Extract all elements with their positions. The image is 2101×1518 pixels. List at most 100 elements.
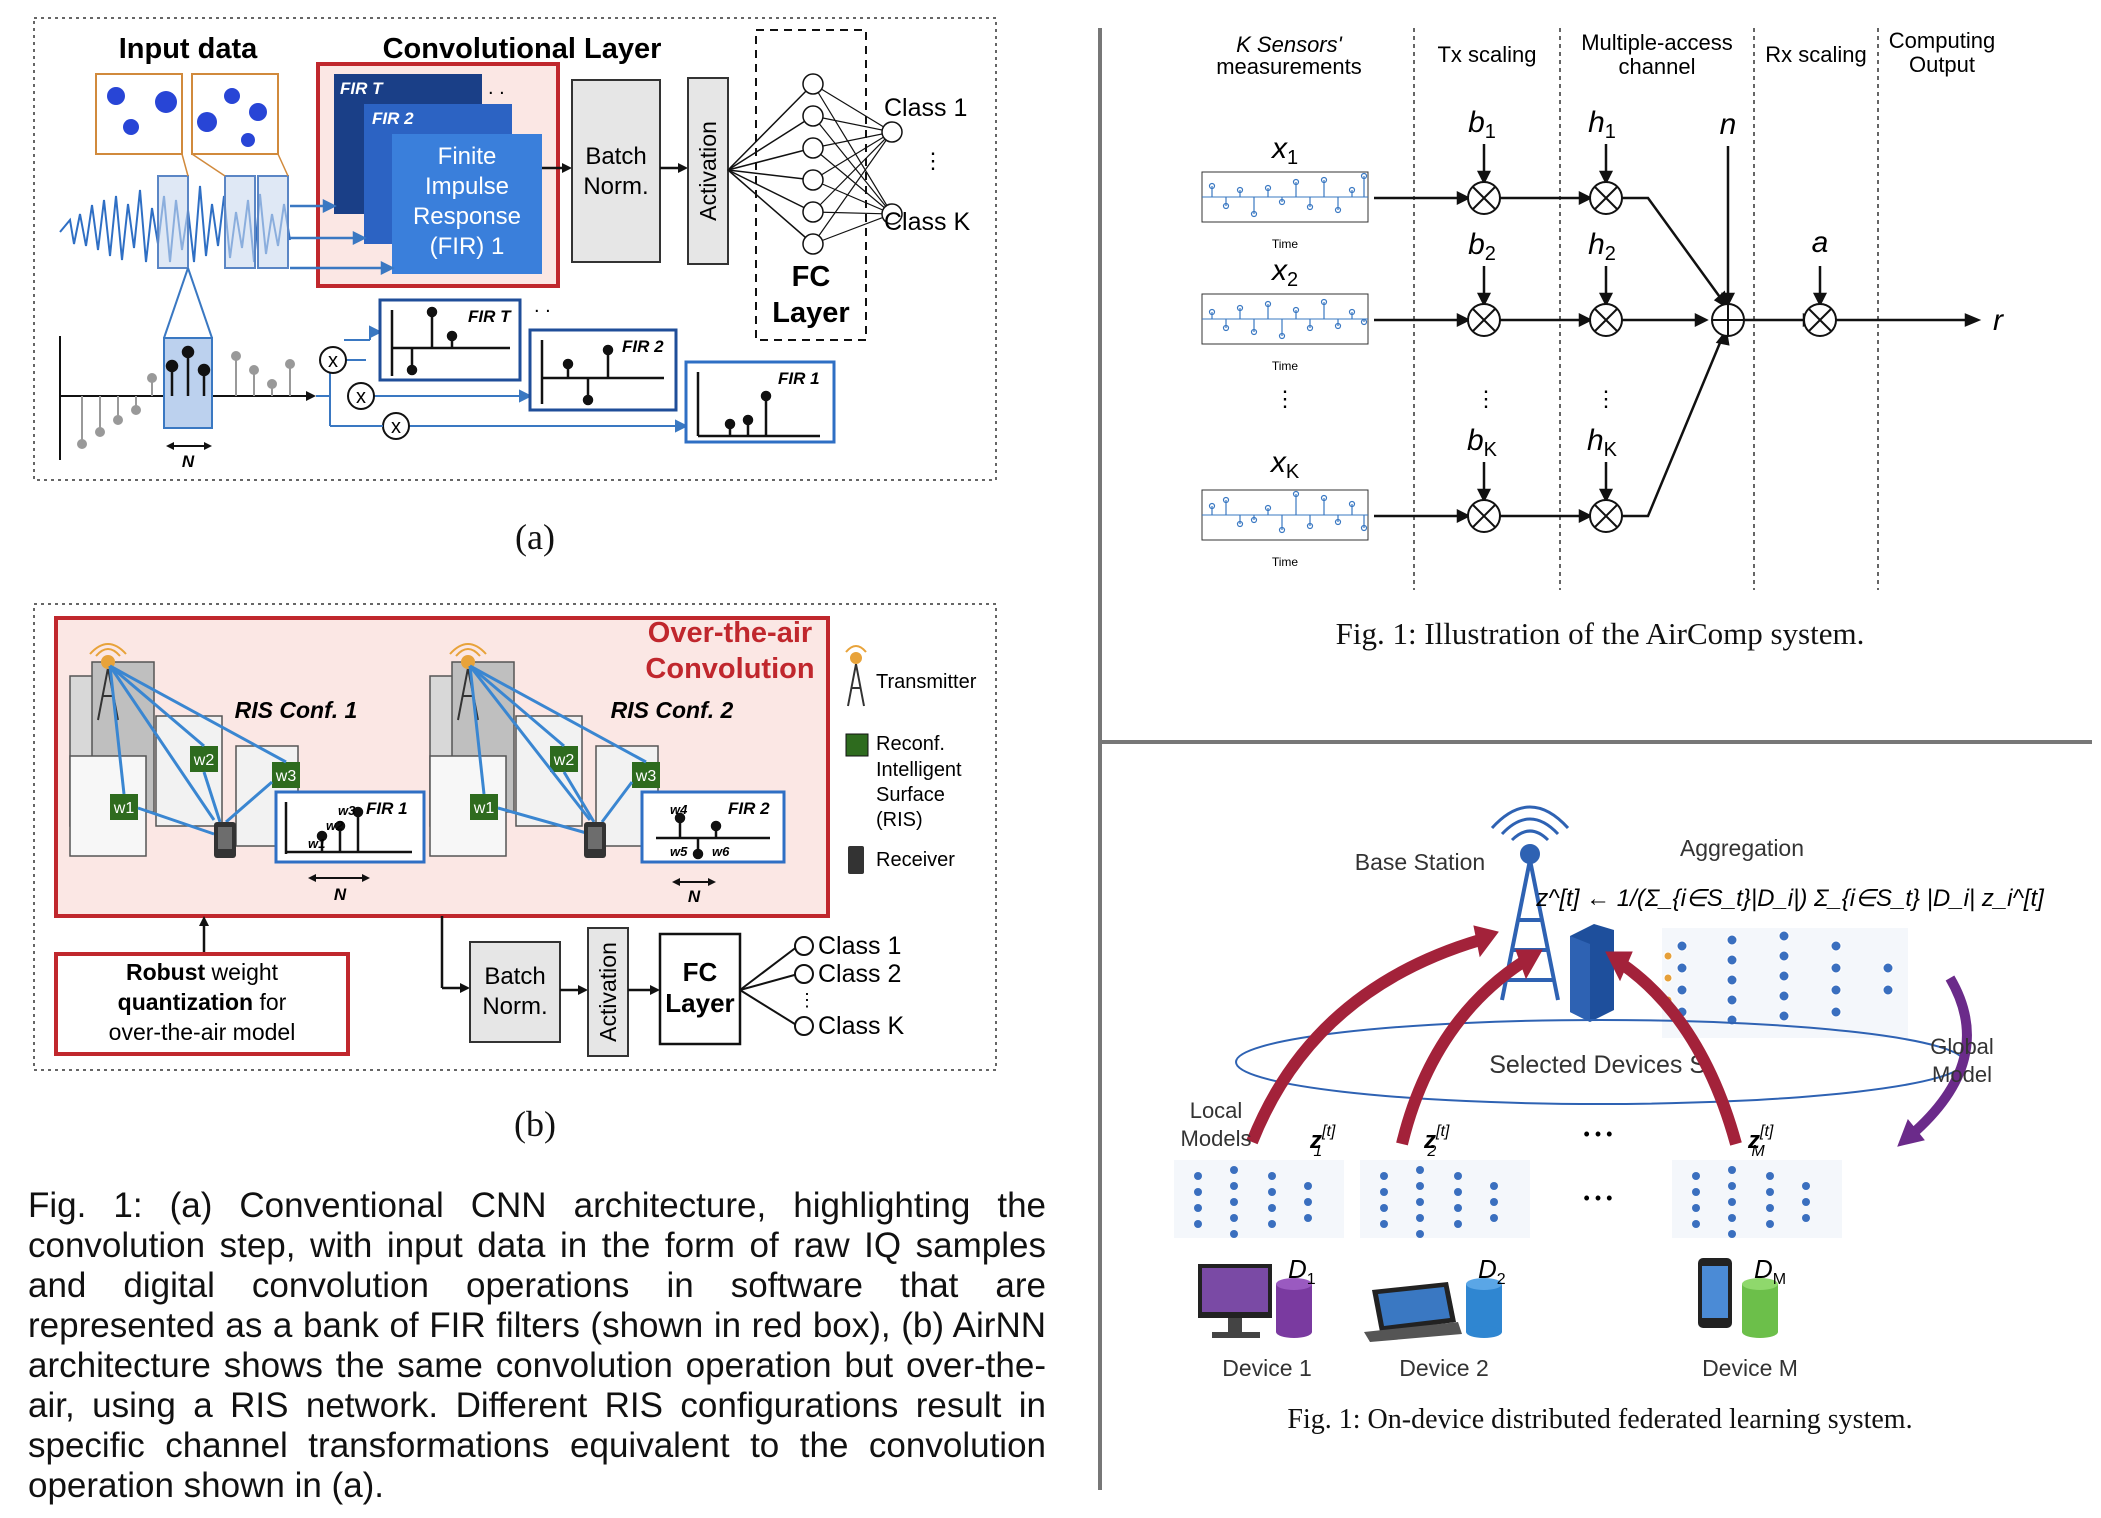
svg-text:• • •: • • •: [1584, 1188, 1613, 1208]
svg-text:Robust weight: Robust weight: [126, 959, 279, 985]
svg-text:Convolution: Convolution: [645, 653, 814, 685]
svg-text:RIS Conf. 2: RIS Conf. 2: [611, 697, 734, 723]
svg-text:Class 1: Class 1: [884, 94, 967, 122]
svg-text:w1: w1: [113, 800, 135, 817]
server-icon: [1570, 924, 1614, 1022]
waveform-windows: [157, 175, 289, 269]
svg-text:Batch: Batch: [484, 963, 545, 990]
svg-text:b2: b2: [1468, 228, 1496, 265]
svg-text:Rx scaling: Rx scaling: [1765, 42, 1866, 67]
activation-box: [587, 927, 629, 1057]
ris-w3-tile: [632, 762, 660, 788]
svg-text:K Sensors': K Sensors': [1236, 32, 1342, 57]
svg-text:N: N: [334, 885, 347, 904]
transmitter-icon: [845, 645, 867, 707]
receiver-icon: [848, 846, 864, 874]
svg-text:FC: FC: [792, 261, 831, 293]
svg-text:⋮: ⋮: [1274, 386, 1296, 411]
svg-text:h1: h1: [1588, 106, 1616, 143]
figure-b: Over-the-air Convolution w1 w2 w3 RIS Co…: [33, 603, 997, 1071]
svg-text:⋮: ⋮: [922, 148, 944, 173]
svg-text:w2: w2: [193, 752, 215, 769]
svg-text:(FIR) 1: (FIR) 1: [430, 233, 505, 260]
svg-text:FIR T: FIR T: [340, 79, 384, 98]
svg-text:Class 2: Class 2: [818, 960, 901, 988]
svg-text:FC: FC: [683, 957, 718, 987]
svg-text:Global: Global: [1930, 1034, 1994, 1059]
svg-text:DM: DM: [1754, 1254, 1786, 1288]
svg-text:b1: b1: [1468, 106, 1496, 143]
svg-text:Device 1: Device 1: [1222, 1355, 1311, 1381]
svg-text:w2: w2: [326, 818, 344, 833]
svg-text:Multiple-access: Multiple-access: [1581, 30, 1733, 55]
svg-text:Aggregation: Aggregation: [1680, 835, 1804, 861]
robust-quantization-box: [54, 952, 350, 1056]
federated-learning-caption: Fig. 1: On-device distributed federated …: [1287, 1404, 1913, 1435]
ris-w1-tile: [110, 794, 138, 820]
svg-text:Response: Response: [413, 203, 521, 230]
svg-text:Base Station: Base Station: [1355, 849, 1485, 875]
phone-icon: [1698, 1258, 1732, 1328]
svg-text:w3: w3: [275, 768, 297, 785]
svg-text:w3: w3: [635, 768, 657, 785]
aircomp-flow: [1374, 144, 1982, 524]
ris-scene-2: w1 w2 w3 RIS Conf. 2 FIR 2 w4 w5 w6: [429, 643, 786, 906]
fig-b-legend: Transmitter Reconf. Intelligent Surface …: [845, 645, 977, 874]
svg-text:z[t]2: z[t]2: [1423, 1123, 1450, 1160]
federated-learning-diagram: Base Station Aggregation z^[t] ← 1/(Σ_{i…: [1174, 805, 2045, 1381]
svg-text:⋮: ⋮: [798, 990, 816, 1010]
svg-text:Surface: Surface: [876, 784, 945, 806]
svg-text:Computing: Computing: [1889, 28, 1995, 53]
svg-text:Selected Devices St: Selected Devices St: [1489, 1051, 1712, 1083]
svg-text:x2: x2: [1270, 254, 1298, 291]
fc-network: [727, 73, 903, 255]
svg-text:hK: hK: [1587, 424, 1618, 461]
svg-text:Models: Models: [1181, 1126, 1252, 1151]
ris-w3-tile: [272, 762, 300, 788]
svg-text:Model: Model: [1932, 1062, 1992, 1087]
horizontal-divider: [1100, 740, 2092, 744]
multiplier-icon: [347, 382, 375, 410]
svg-text:N: N: [182, 452, 195, 471]
vertical-divider: [1098, 28, 1102, 1490]
svg-text:(RIS): (RIS): [876, 809, 923, 831]
svg-text:Intelligent: Intelligent: [876, 759, 962, 781]
activation-box: [687, 77, 729, 265]
svg-text:w1: w1: [473, 800, 495, 817]
adder-icon: [1711, 303, 1745, 337]
svg-text:Transmitter: Transmitter: [876, 671, 977, 693]
local-model-networks: [1174, 1160, 1842, 1238]
fig-a-caption: (a): [515, 517, 555, 557]
svg-text:Layer: Layer: [772, 297, 849, 329]
svg-text:Norm.: Norm.: [583, 173, 648, 200]
svg-text:FIR 1: FIR 1: [366, 799, 408, 818]
figure-a: Input data Convolutional Layer FIR T . .…: [33, 17, 997, 481]
desktop-icon: [1198, 1264, 1272, 1338]
left-figure-caption: Fig. 1: (a) Conventional CNN architectur…: [28, 1186, 1046, 1505]
sensor-plots: Time Time: [1201, 171, 1369, 569]
svg-text:z[t]1: z[t]1: [1309, 1123, 1336, 1160]
input-data-title: Input data: [119, 33, 258, 65]
multiplier-icon: [1467, 181, 1837, 533]
fig-a-frame: [33, 17, 997, 481]
svg-text:bK: bK: [1467, 424, 1498, 461]
svg-text:FIR 2: FIR 2: [622, 337, 664, 356]
svg-text:⋮: ⋮: [1595, 386, 1617, 411]
aircomp-diagram: K Sensors' measurements Tx scaling Multi…: [1201, 28, 2004, 590]
svg-text:w3: w3: [338, 803, 356, 818]
svg-text:FIR T: FIR T: [468, 307, 512, 326]
svg-text:Activation: Activation: [695, 121, 721, 221]
svg-text:FIR 2: FIR 2: [372, 109, 414, 128]
fir-1-card: [392, 134, 542, 274]
svg-text:Device M: Device M: [1702, 1355, 1798, 1381]
database-icon: [1742, 1278, 1778, 1338]
fir-mini-branches: x x x FIR T . . FIR 2 FIR 1: [316, 295, 836, 444]
svg-text:Reconf.: Reconf.: [876, 733, 945, 755]
svg-text:Class 1: Class 1: [818, 932, 901, 960]
svg-text:w5: w5: [670, 844, 688, 859]
svg-text:Batch: Batch: [585, 143, 646, 170]
svg-text:. .: . .: [534, 295, 551, 317]
svg-text:Class K: Class K: [884, 208, 970, 236]
database-icon: [1276, 1278, 1312, 1338]
svg-text:Norm.: Norm.: [482, 993, 547, 1020]
